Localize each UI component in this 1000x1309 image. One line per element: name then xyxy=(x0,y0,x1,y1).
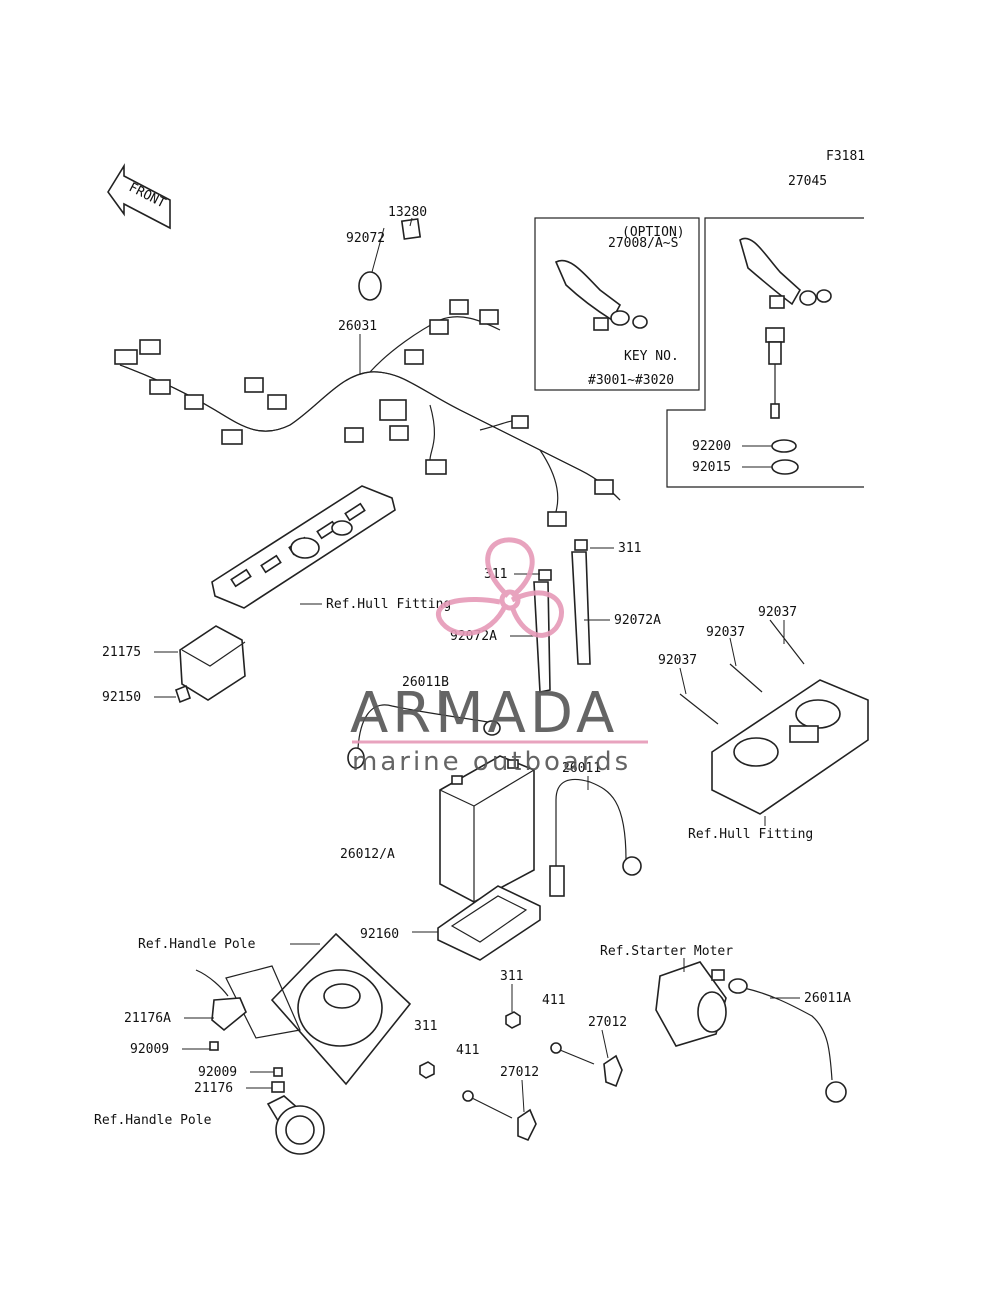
label-92037-2: 92037 xyxy=(706,625,745,640)
bolt-92150 xyxy=(175,684,191,704)
sensor-21176 xyxy=(271,1081,285,1093)
battery-tray xyxy=(437,885,541,961)
label-26012: 26012/A xyxy=(340,847,395,862)
part-labels: 27045 13280 92072 26031 (OPTION) 27008/A… xyxy=(94,174,851,1128)
watermark-tagline: marine outboards xyxy=(352,747,631,777)
label-27012-b: 27012 xyxy=(500,1065,539,1080)
strap-92037-a xyxy=(769,619,805,665)
label-92037-1: 92037 xyxy=(758,605,797,620)
strap-92037-c xyxy=(679,693,719,725)
label-411-a: 411 xyxy=(542,993,565,1008)
nut-311-d xyxy=(419,1061,435,1079)
label-27008-visible: 27008/A~S xyxy=(608,236,678,251)
propeller-logo-icon xyxy=(436,537,564,638)
clamp-27012-b xyxy=(517,1108,537,1142)
electric-box-plate xyxy=(211,485,396,609)
clamp-27012-a xyxy=(603,1054,623,1088)
bolt-411-a xyxy=(550,1042,595,1065)
label-26011b: 26011B xyxy=(402,675,449,690)
label-26011: 26011 xyxy=(562,761,601,776)
label-ref-handle-2: Ref.Handle Pole xyxy=(94,1113,212,1128)
label-92009-a: 92009 xyxy=(130,1042,169,1057)
nut-311-c xyxy=(505,1011,521,1029)
nut-92015 xyxy=(771,459,799,475)
label-21176: 21176 xyxy=(194,1081,233,1096)
watermark-brand: ARMADA xyxy=(350,681,618,746)
label-21175: 21175 xyxy=(102,645,141,660)
label-311-c: 311 xyxy=(500,969,523,984)
label-27045: 27045 xyxy=(788,174,827,189)
handle-pole-bracket-outline xyxy=(225,965,301,1039)
label-92037-3: 92037 xyxy=(658,653,697,668)
stop-switch-lanyard xyxy=(765,327,785,419)
leader-lines xyxy=(154,217,800,1113)
washer-92200 xyxy=(771,439,797,453)
label-26011a: 26011A xyxy=(804,991,851,1006)
label-311-a: 311 xyxy=(618,541,641,556)
label-key-range: #3001~#3020 xyxy=(588,373,674,388)
strap-92072a-right xyxy=(571,539,591,665)
handle-pole-plate xyxy=(270,932,412,1086)
key-switch-box xyxy=(666,217,864,488)
label-311-d: 311 xyxy=(414,1019,437,1034)
band-92072 xyxy=(358,271,382,301)
key-icon xyxy=(739,237,832,309)
label-411-b: 411 xyxy=(456,1043,479,1058)
strap-92037-b xyxy=(729,663,763,693)
sensor-21176a xyxy=(195,969,247,1032)
key-icon-option xyxy=(554,259,648,331)
sensor-ring xyxy=(266,1095,325,1155)
label-27012-a: 27012 xyxy=(588,1015,627,1030)
cable-26011a xyxy=(728,978,847,1103)
label-21176a: 21176A xyxy=(124,1011,171,1026)
label-ref-handle-1: Ref.Handle Pole xyxy=(138,937,256,952)
option-box xyxy=(534,217,700,391)
label-ref-hull-2: Ref.Hull Fitting xyxy=(688,827,813,842)
cable-26011b xyxy=(347,704,501,769)
label-key-no: KEY NO. xyxy=(624,349,679,364)
main-harness xyxy=(114,299,621,527)
figure-code: F3181 xyxy=(826,149,865,164)
label-13280 xyxy=(400,218,422,240)
front-arrow-icon: FRONT xyxy=(107,163,171,230)
label-92072: 92072 xyxy=(346,231,385,246)
label-ref-hull-1: Ref.Hull Fitting xyxy=(326,597,451,612)
label-13280-text: 13280 xyxy=(388,205,427,220)
label-option: (OPTION) xyxy=(622,225,685,240)
battery-cover xyxy=(711,679,869,815)
strap-92072a-left xyxy=(533,569,552,693)
label-ref-starter: Ref.Starter Moter xyxy=(600,944,733,959)
starter-motor xyxy=(655,961,727,1047)
label-92150: 92150 xyxy=(102,690,141,705)
label-92072a-1: 92072A xyxy=(614,613,661,628)
label-92015: 92015 xyxy=(692,460,731,475)
bolt-92009b xyxy=(273,1067,283,1077)
watermark: ARMADA marine outboards xyxy=(350,537,648,777)
bolt-411-b xyxy=(462,1090,513,1119)
label-26031: 26031 xyxy=(338,319,377,334)
control-box-21175 xyxy=(179,625,246,701)
label-92160: 92160 xyxy=(360,927,399,942)
label-92009-b: 92009 xyxy=(198,1065,237,1080)
battery xyxy=(439,755,535,903)
bolt-92009a xyxy=(209,1041,219,1051)
label-92200: 92200 xyxy=(692,439,731,454)
cable-26011 xyxy=(549,778,642,897)
